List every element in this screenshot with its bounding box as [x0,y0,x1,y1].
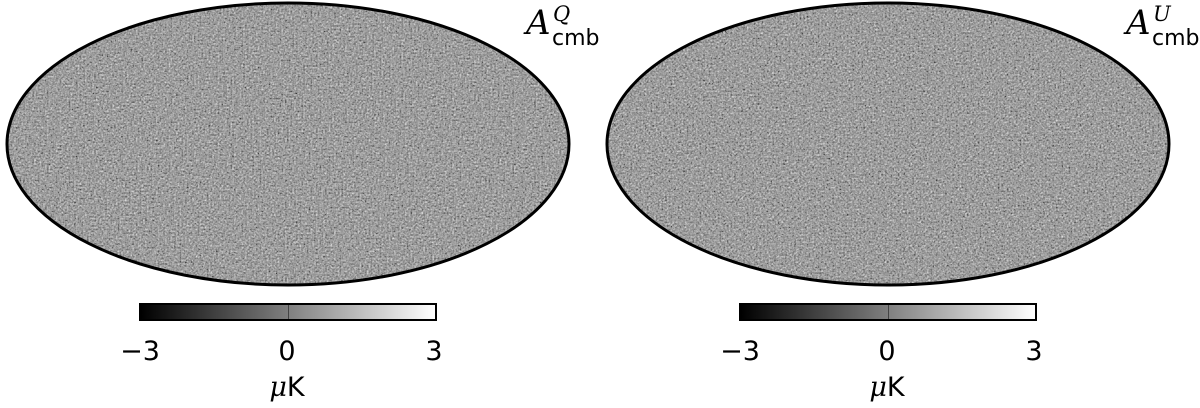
map-title-q: A Q cmb [526,3,600,50]
label-superscript: U [1153,2,1171,26]
colorbar-unit: μK [869,372,904,403]
map-title-u: A U cmb [1126,3,1200,50]
colorbar-u [739,303,1037,321]
colorbar-unit: μK [269,372,304,403]
unit-k: K [886,372,905,403]
label-subscript: cmb [1152,26,1200,51]
colorbar-mid-label: 0 [278,336,296,367]
label-main: A [526,3,551,43]
colorbar-max-label: 3 [425,336,443,367]
colorbar-max-label: 3 [1025,336,1043,367]
colorbar-mid-tick [888,305,889,319]
unit-mu: μ [869,372,887,403]
label-subscript: cmb [552,26,600,51]
map-panel-u: A U cmb −3 0 3 μK [600,0,1200,408]
unit-mu: μ [269,372,287,403]
colorbar-min-label: −3 [720,336,760,367]
map-outline [5,1,571,287]
unit-k: K [286,372,305,403]
map-outline [605,1,1171,287]
mollweide-map-u [605,1,1171,287]
label-main: A [1126,3,1151,43]
map-panel-q: A Q cmb −3 0 3 μK [5,1,600,403]
mollweide-map-q [5,1,571,287]
colorbar-mid-tick [288,305,289,319]
label-superscript: Q [553,2,571,26]
colorbar-mid-label: 0 [878,336,896,367]
colorbar-q [139,303,437,321]
colorbar-min-label: −3 [120,336,160,367]
